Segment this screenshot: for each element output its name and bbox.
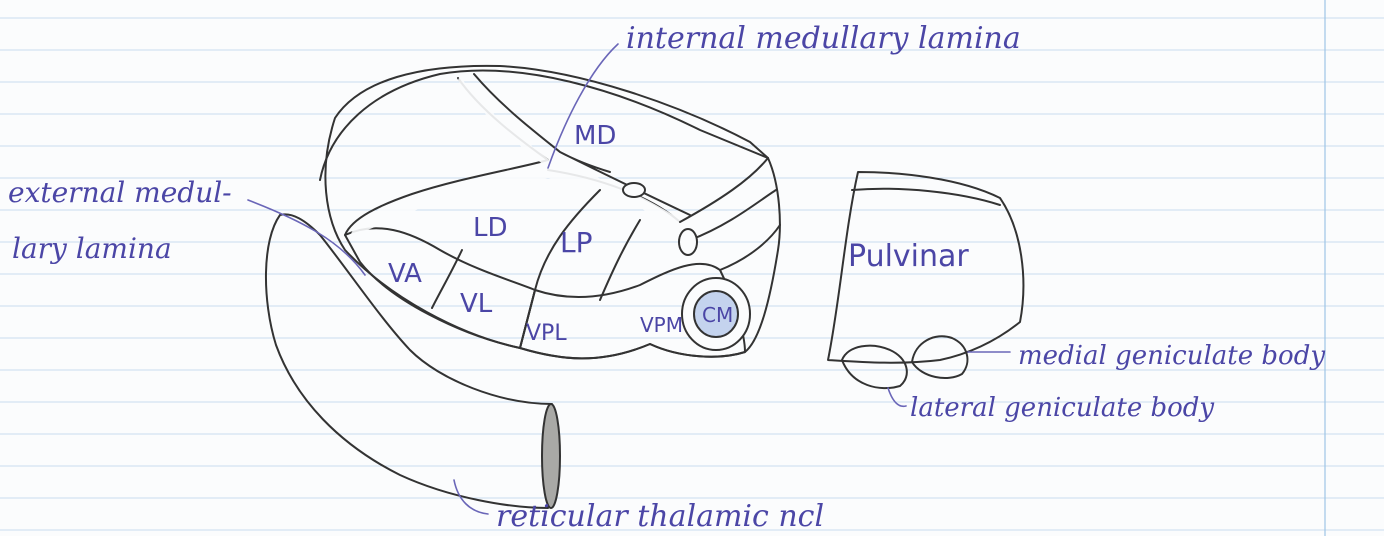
lateral-geniculate-shape bbox=[842, 346, 907, 388]
va-label: VA bbox=[388, 259, 422, 289]
lamina-foramen-1 bbox=[623, 183, 645, 197]
pulvinar-label: Pulvinar bbox=[848, 239, 969, 274]
cm-label: CM bbox=[702, 303, 733, 327]
medial-geniculate-shape bbox=[912, 336, 967, 378]
medial-geniculate-label: medial geniculate body bbox=[1018, 341, 1325, 371]
reticular-label: reticular thalamic ncl bbox=[496, 499, 824, 534]
notebook-ruling bbox=[0, 18, 1384, 530]
pulvinar-top-band bbox=[852, 189, 1000, 205]
md-label: MD bbox=[574, 121, 616, 151]
vl-label: VL bbox=[460, 289, 493, 319]
posterior-face bbox=[680, 158, 780, 270]
external-lamina-label-line1: external medul- bbox=[8, 176, 232, 209]
lateral-geniculate-label: lateral geniculate body bbox=[910, 393, 1214, 423]
vpl-label: VPL bbox=[526, 321, 567, 346]
va-vl-region bbox=[345, 228, 535, 348]
reticular-nucleus-end bbox=[542, 404, 560, 508]
internal-lamina-label: internal medullary lamina bbox=[626, 21, 1021, 56]
external-lamina-label-line2: lary lamina bbox=[12, 232, 172, 265]
va-vl-divider bbox=[432, 250, 462, 308]
vpm-label: VPM bbox=[640, 313, 683, 337]
leader-reticular bbox=[454, 480, 488, 514]
lamina-foramen-2 bbox=[679, 229, 697, 255]
lp-label: LP bbox=[560, 226, 592, 259]
ld-label: LD bbox=[473, 213, 508, 243]
leader-lateral-geniculate bbox=[888, 388, 906, 406]
